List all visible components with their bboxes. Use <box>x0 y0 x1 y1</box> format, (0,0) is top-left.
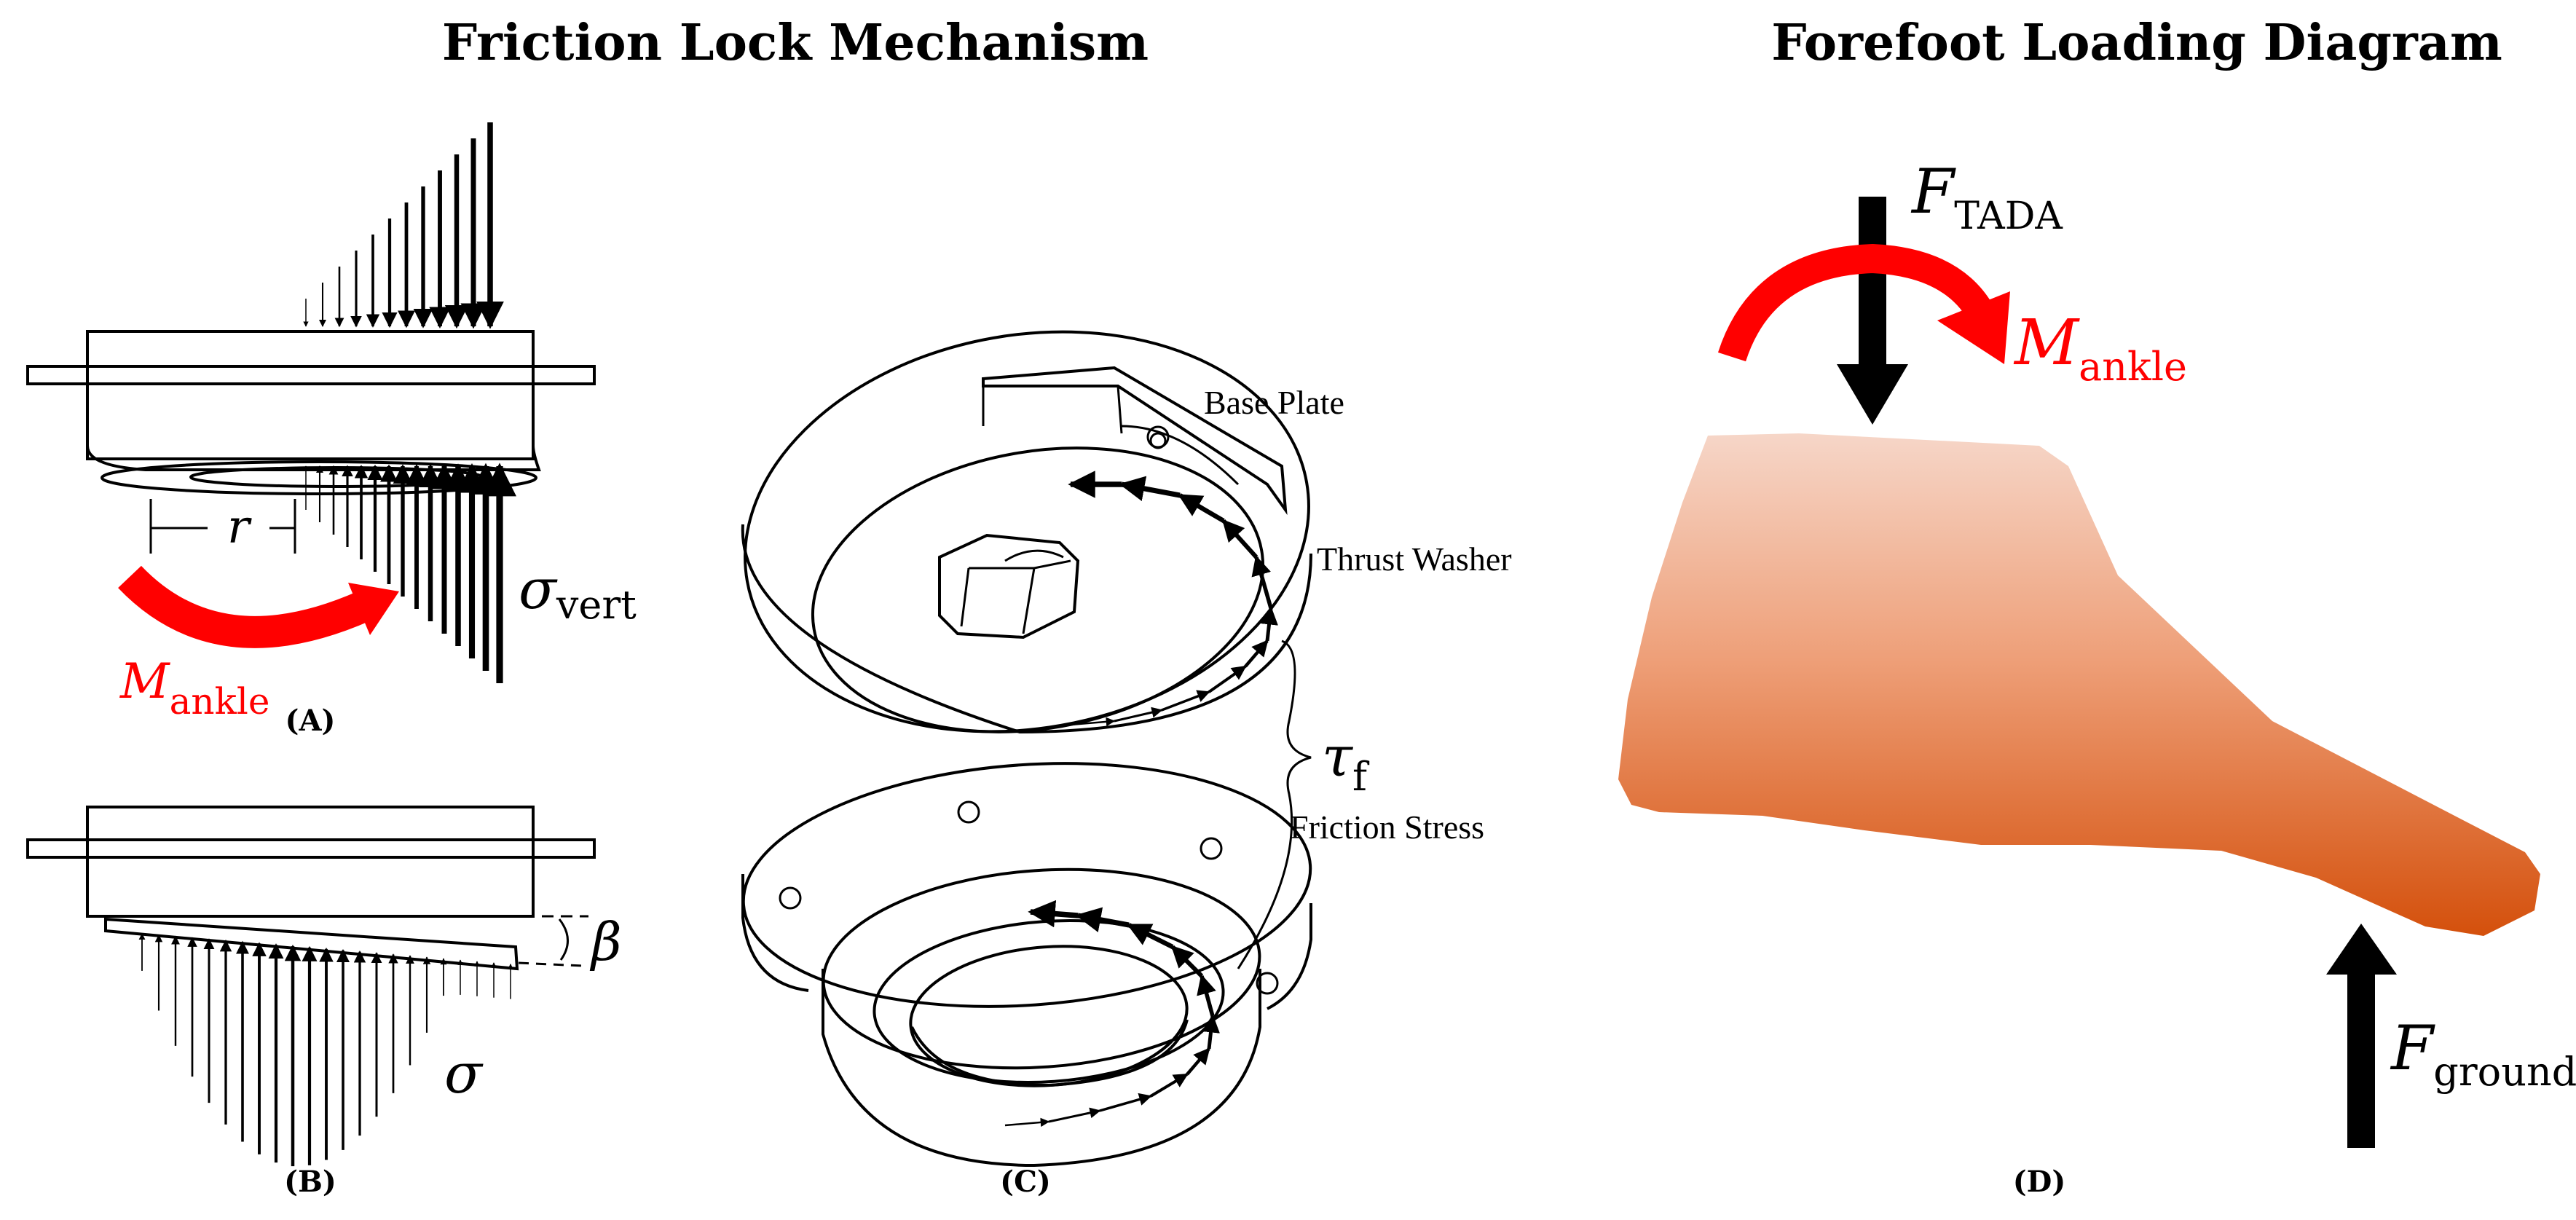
panel-b-diagram: β σ (B) <box>26 806 622 1199</box>
thrust-washer-stress-arrow <box>1221 519 1259 559</box>
panel-b-label: (B) <box>284 1165 336 1199</box>
panel-a-washer-curve <box>86 445 541 471</box>
panel-b-tilt-line <box>518 961 583 967</box>
plate-side-right <box>1267 903 1312 1010</box>
base-plate-label: Base Plate <box>1204 384 1344 421</box>
beta-angle-arc <box>558 918 569 961</box>
panel-c-label: (C) <box>1000 1165 1051 1199</box>
panel-a-flange <box>26 365 596 385</box>
f-tada-arrow-shaft <box>1859 197 1886 379</box>
washer-outer-side <box>741 524 1312 734</box>
sigma-vert-label: σvert <box>519 556 637 628</box>
base-plate-hole-inner <box>1149 432 1167 449</box>
friction-stress-arrow <box>1028 900 1079 928</box>
forefoot-shape <box>1618 433 2540 936</box>
thrust-washer-stress-arrow <box>1178 493 1225 523</box>
friction-stress-arrow <box>1149 1073 1189 1098</box>
sigma-label: σ <box>444 1041 484 1106</box>
thrust-washer-stress-arrow <box>1208 665 1247 693</box>
thrust-washer-stress-arrow <box>1161 690 1210 712</box>
moment-arrow-a <box>118 565 371 648</box>
moment-arrowhead-a <box>348 583 399 635</box>
title-forefoot-loading: Forefoot Loading Diagram <box>1771 14 2502 72</box>
panel-a-vertical-load-arrows <box>303 122 504 329</box>
beta-label: β <box>589 911 622 972</box>
friction-plate-assembly <box>741 762 1312 1168</box>
washer-top-rim <box>822 867 1261 1070</box>
plate-hole-4 <box>1256 972 1279 995</box>
thrust-washer-stress-arrow <box>1260 606 1278 642</box>
friction-stress-arrow <box>1099 1093 1152 1112</box>
f-tada-arrowhead <box>1837 364 1908 425</box>
panel-d-label: (D) <box>2013 1165 2066 1199</box>
tau-brace <box>1237 639 1312 969</box>
panel-b-normal-stress-arrows <box>138 933 513 1167</box>
thrust-washer-stress-arrow <box>1244 639 1269 668</box>
thrust-washer-assembly <box>741 330 1312 734</box>
panel-a-reaction-arrows <box>303 463 516 683</box>
friction-stress-label: Friction Stress <box>1290 808 1484 846</box>
friction-stress-arrow <box>1004 1117 1050 1127</box>
friction-stress-arrow <box>1186 1047 1210 1076</box>
moment-arrow-d <box>1717 243 1994 362</box>
base-plate-block <box>982 366 1288 516</box>
panel-b-flange <box>26 838 596 859</box>
panel-b-tilted-washer <box>104 917 519 971</box>
r-label: r <box>227 500 252 554</box>
thrust-washer-label: Thrust Washer <box>1317 540 1512 578</box>
f-tada-label: FTADA <box>1910 156 2063 238</box>
panel-d-diagram: FTADA Mankle Fground (D) <box>1618 156 2576 1199</box>
moment-label-a: Mankle <box>119 653 269 723</box>
friction-stress-arrow <box>1170 945 1204 978</box>
center-hex-boss <box>938 533 1080 639</box>
thrust-washer-stress-arrows <box>1068 471 1278 727</box>
friction-stress-arrow <box>1197 974 1216 1017</box>
thrust-washer-stress-arrow <box>1251 555 1273 609</box>
panel-a-body <box>86 330 535 460</box>
f-ground-label: Fground <box>2390 1012 2576 1095</box>
thrust-washer-stress-arrow <box>1070 717 1116 727</box>
plate-outer-rim <box>741 762 1312 1008</box>
tau-f-label: τf <box>1322 724 1370 800</box>
panel-a-label: (A) <box>285 704 336 738</box>
friction-stress-arrows <box>1004 900 1220 1127</box>
washer-inner-rim <box>811 446 1265 733</box>
friction-stress-arrow <box>1127 923 1174 949</box>
panel-a-diagram: r Mankle σvert (A) <box>26 122 637 738</box>
panel-b-body <box>86 806 535 918</box>
bore-depth <box>910 1019 1189 1087</box>
base-plate-curve <box>1121 425 1240 486</box>
washer-outer-rim <box>744 330 1310 733</box>
thrust-washer-stress-arrow <box>1119 476 1181 502</box>
moment-label-d: Mankle <box>2013 307 2187 390</box>
plate-side-left <box>741 874 809 992</box>
plate-hole-2 <box>1200 837 1223 860</box>
plate-hole-1 <box>957 800 980 824</box>
washer-bore <box>909 945 1189 1087</box>
friction-stress-arrow <box>1202 1014 1220 1050</box>
f-ground-arrowhead <box>2326 924 2397 975</box>
base-plate-edge-2 <box>1116 385 1123 434</box>
hex-boss-edges <box>960 559 1071 634</box>
moment-arrowhead-d <box>1937 291 2010 364</box>
title-friction-lock: Friction Lock Mechanism <box>442 14 1149 72</box>
thrust-washer-stress-arrow <box>1114 707 1163 723</box>
panel-c-diagram: τf Base Plate Thrust Washer Friction Str… <box>741 330 1512 1199</box>
friction-stress-arrow <box>1075 907 1130 932</box>
f-ground-arrow-shaft <box>2347 973 2375 1148</box>
hex-boss-hole <box>1004 549 1064 562</box>
plate-hole-3 <box>779 886 802 910</box>
washer-cylinder <box>822 969 1261 1168</box>
friction-stress-arrow <box>1048 1107 1101 1123</box>
